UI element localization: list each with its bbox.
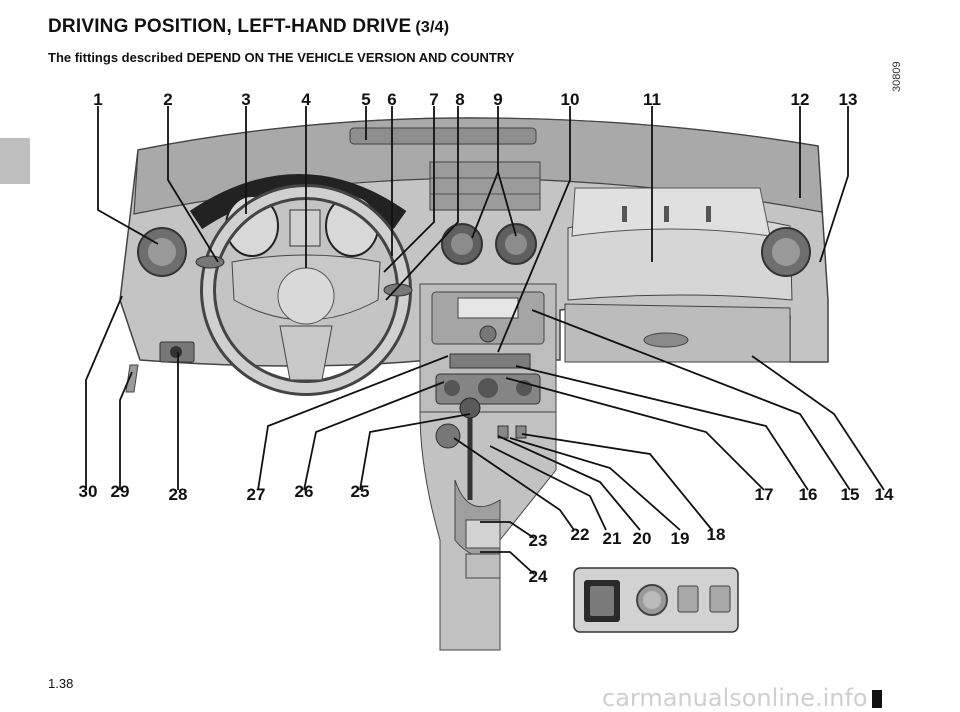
page-title-suffix: (3/4) <box>415 19 450 36</box>
callout-6: 6 <box>387 90 396 109</box>
section-tab <box>0 138 30 184</box>
callout-10: 10 <box>561 90 580 109</box>
callout-numbers: 1 2 3 4 5 6 7 8 9 10 11 12 13 14 15 16 1… <box>79 90 894 586</box>
callout-25: 25 <box>351 482 370 501</box>
callout-15: 15 <box>841 485 860 504</box>
callout-5: 5 <box>361 90 370 109</box>
callout-18: 18 <box>707 525 726 544</box>
switch-panel-inset <box>573 567 739 633</box>
callout-28: 28 <box>169 485 188 504</box>
callout-16: 16 <box>799 485 818 504</box>
callout-1: 1 <box>93 90 102 109</box>
bookmark-marker <box>872 690 882 708</box>
page-title-text: DRIVING POSITION, LEFT-HAND DRIVE <box>48 16 412 37</box>
page-title: DRIVING POSITION, LEFT-HAND DRIVE(3/4) <box>48 16 449 38</box>
center-console <box>419 283 557 651</box>
callout-26: 26 <box>295 482 314 501</box>
callout-4: 4 <box>301 90 311 109</box>
callout-21: 21 <box>603 529 622 548</box>
callout-13: 13 <box>839 90 858 109</box>
air-vents <box>137 161 811 277</box>
callout-30: 30 <box>79 482 98 501</box>
callout-23: 23 <box>529 531 548 550</box>
page-number: 1.38 <box>48 676 74 691</box>
callout-19: 19 <box>671 529 690 548</box>
callout-29: 29 <box>111 482 130 501</box>
callout-22: 22 <box>571 525 590 544</box>
site-watermark: carmanualsonline.info <box>602 684 868 712</box>
callout-9: 9 <box>493 90 502 109</box>
leader-lines <box>85 106 885 575</box>
callout-12: 12 <box>791 90 810 109</box>
callout-27: 27 <box>247 485 266 504</box>
page-subtitle: The fittings described DEPEND ON THE VEH… <box>48 50 515 65</box>
callout-2: 2 <box>163 90 172 109</box>
callout-14: 14 <box>875 485 894 504</box>
callout-17: 17 <box>755 485 774 504</box>
callout-8: 8 <box>455 90 464 109</box>
callout-24: 24 <box>529 567 548 586</box>
callout-20: 20 <box>633 529 652 548</box>
callout-7: 7 <box>429 90 438 109</box>
callout-11: 11 <box>643 90 661 109</box>
callout-3: 3 <box>241 90 250 109</box>
